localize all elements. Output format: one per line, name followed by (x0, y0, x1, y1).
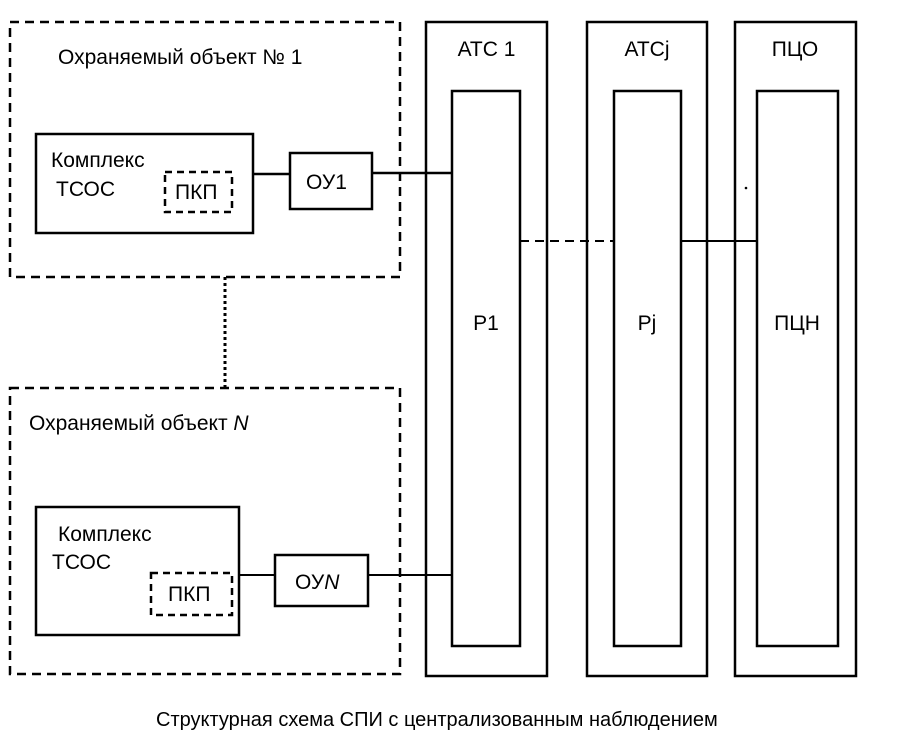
oun-box (273, 553, 370, 608)
pco-outer-box (733, 20, 858, 678)
p1-label: Р1 (473, 312, 499, 335)
object-1-title: Охраняемый объект № 1 (58, 46, 302, 69)
column-atc-j: АТСj Рj (585, 20, 709, 678)
pj-inner-box (612, 89, 683, 648)
pj-label: Рj (638, 312, 657, 335)
ou1-label: ОУ1 (306, 171, 347, 194)
object-n-complex-box (34, 505, 241, 637)
pco-title: ПЦО (772, 38, 819, 61)
object-n-boundary (8, 386, 402, 676)
scan-artifact-dot (744, 186, 748, 190)
object-1-pkp-label: ПКП (175, 181, 217, 204)
atc-j-outer-box (585, 20, 709, 678)
atc-1-outer-box (424, 20, 549, 678)
protected-object-n: Охраняемый объект N Комплекс ТСОС ПКП ОУ… (8, 386, 452, 676)
column-pco: ПЦО ПЦН (733, 20, 858, 678)
protected-object-1: Охраняемый объект № 1 Комплекс ТСОС ПКП … (8, 20, 452, 279)
oun-label-var: N (324, 571, 340, 594)
object-n-complex-label: Комплекс (58, 523, 152, 546)
object-1-boundary (8, 20, 402, 279)
atc-1-title: АТС 1 (458, 38, 516, 61)
atc-j-title: АТСj (624, 38, 669, 61)
object-1-complex-box (34, 132, 255, 235)
object-1-tsos-label: ТСОС (56, 178, 115, 201)
object-1-complex-label: Комплекс (51, 149, 145, 172)
pcn-label: ПЦН (774, 312, 820, 335)
p1-inner-box (450, 89, 522, 648)
object-n-title: Охраняемый объект N (29, 412, 249, 435)
diagram-caption: Структурная схема СПИ с централизованным… (156, 709, 718, 731)
object-n-tsos-label: ТСОС (52, 551, 111, 574)
object-n-title-prefix: Охраняемый объект (29, 412, 233, 435)
oun-label-prefix: ОУ (295, 571, 325, 594)
pcn-inner-box (755, 89, 840, 648)
ou1-box (288, 151, 374, 211)
object-1-pkp-box (163, 170, 234, 214)
object-n-pkp-box (149, 571, 234, 617)
column-atc-1: АТС 1 Р1 (424, 20, 549, 678)
object-n-title-var: N (233, 412, 249, 435)
oun-label: ОУN (295, 571, 340, 594)
object-n-pkp-label: ПКП (168, 583, 210, 606)
